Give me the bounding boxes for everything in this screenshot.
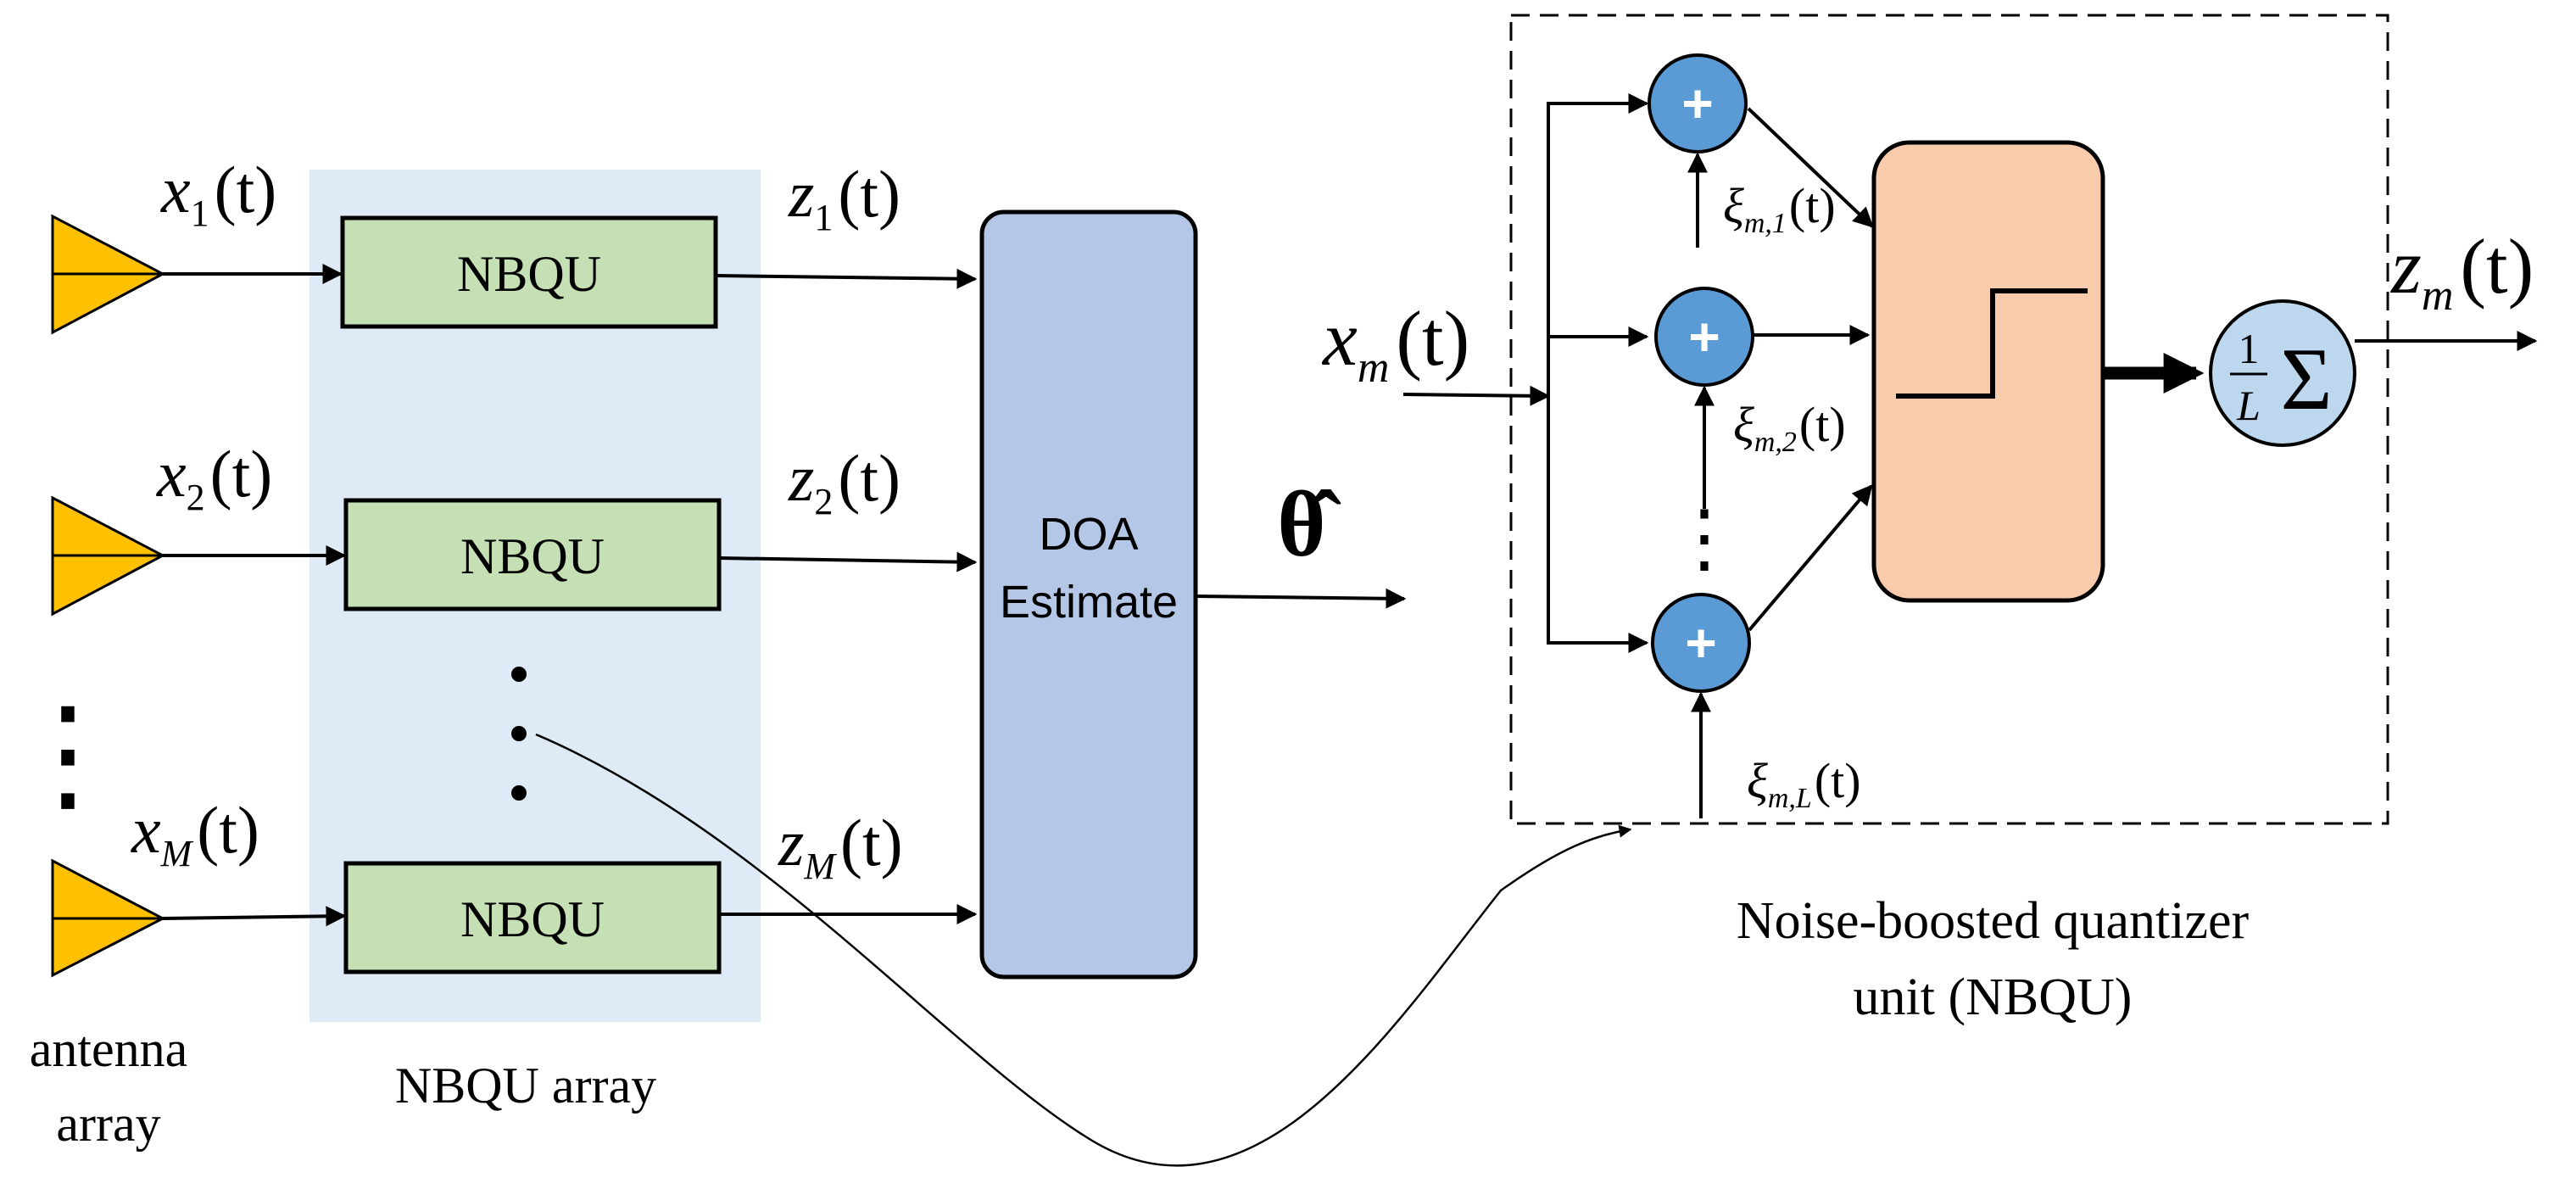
wire-theta xyxy=(1195,588,1407,609)
nbqu-block-2-label: NBQU xyxy=(460,528,605,584)
wire-adder1-q xyxy=(1747,107,1874,228)
wire-z1 xyxy=(715,268,978,289)
averager: 1 L Σ xyxy=(2209,299,2356,447)
nbqu-input-label: xm(t) xyxy=(1321,295,1469,392)
nbqu-array-label: NBQU array xyxy=(395,1058,656,1114)
input-label-x1: x1(t) xyxy=(160,153,276,234)
antenna-dots: ⋮ xyxy=(4,684,131,825)
noise-label-1: ξm,1(t) xyxy=(1723,178,1836,239)
output-label-z1: z1(t) xyxy=(788,157,900,238)
nbqu-block-m xyxy=(343,861,722,974)
quantizer-block xyxy=(1871,140,2105,603)
antenna-2-icon xyxy=(51,495,166,617)
averager-sigma: Σ xyxy=(2280,329,2332,428)
nbqu-block-2 xyxy=(343,498,722,611)
nbqu-caption-line1: Noise-boosted quantizer xyxy=(1737,892,2250,950)
averager-denominator: L xyxy=(2236,382,2261,429)
nbqu-block-m-label: NBQU xyxy=(460,891,605,947)
wire-z2 xyxy=(718,551,978,572)
adder-2-symbol: + xyxy=(1688,306,1720,367)
theta-hat-label: θ̂ xyxy=(1277,472,1341,576)
doa-block-line2: Estimate xyxy=(1000,577,1178,628)
step-function-icon xyxy=(1896,288,2088,399)
adder-1-symbol: + xyxy=(1681,73,1713,134)
nbqu-array-dots xyxy=(511,667,527,801)
averager-numerator: 1 xyxy=(2239,325,2260,372)
nbqu-output-label: zm(t) xyxy=(2389,223,2534,320)
input-label-xm: xM(t) xyxy=(131,793,259,874)
output-label-zm: zM(t) xyxy=(778,806,903,887)
noise-label-2: ξm,2(t) xyxy=(1733,397,1846,458)
output-label-z2: z2(t) xyxy=(788,441,900,522)
adder-vdots: ⋮ xyxy=(1666,497,1742,581)
nbqu-block-1-label: NBQU xyxy=(457,246,601,302)
input-label-x2: x2(t) xyxy=(156,437,272,518)
nbqu-caption-line2: unit (NBQU) xyxy=(1854,969,2133,1026)
wire-adderl-q xyxy=(1748,484,1873,632)
antenna-m-icon xyxy=(51,858,166,978)
noise-label-l: ξm,L(t) xyxy=(1747,753,1861,814)
wire-xm xyxy=(162,906,347,927)
doa-block-line1: DOA xyxy=(1039,509,1138,560)
wire-xm-in xyxy=(1402,385,1551,406)
antenna-array-label-line1: antenna xyxy=(30,1021,188,1077)
antenna-1-icon xyxy=(51,214,166,335)
adder-2: + xyxy=(1654,287,1754,387)
nbqu-block-1 xyxy=(340,215,718,329)
adder-l: + xyxy=(1651,593,1751,693)
zoom-connector xyxy=(535,733,1632,1167)
nbqu-detail-box xyxy=(1509,14,2389,825)
adder-l-symbol: + xyxy=(1685,612,1716,673)
antenna-array-label-line2: array xyxy=(56,1096,160,1152)
doa-estimate-block xyxy=(979,209,1198,980)
adder-1: + xyxy=(1648,53,1748,154)
